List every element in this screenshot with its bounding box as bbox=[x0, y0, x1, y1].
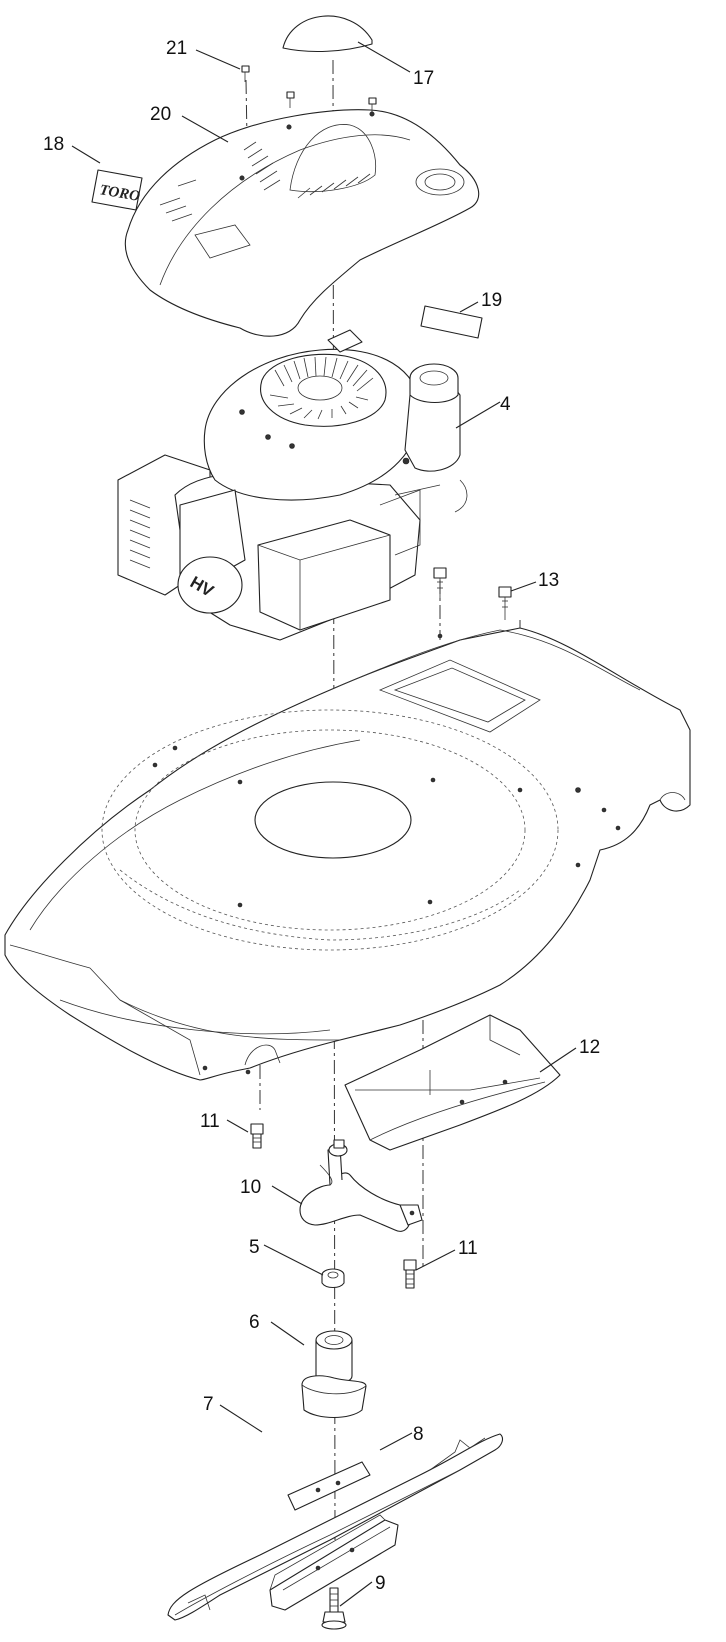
callout-6: 6 bbox=[249, 1312, 260, 1333]
part-6-adapter bbox=[301, 1330, 367, 1418]
decal-text: TORO bbox=[98, 182, 141, 205]
part-9-blade-bolt bbox=[321, 1587, 347, 1630]
callout-13: 13 bbox=[538, 570, 559, 591]
part-20-shroud bbox=[124, 109, 480, 337]
part-5-washer bbox=[321, 1268, 345, 1289]
flywheel-fins bbox=[269, 356, 374, 420]
callout-17: 17 bbox=[413, 68, 434, 89]
part-7-blade bbox=[167, 1433, 504, 1621]
callout-12: 12 bbox=[579, 1037, 600, 1058]
callout-21: 21 bbox=[166, 38, 187, 59]
callout-5: 5 bbox=[249, 1237, 260, 1258]
callout-7: 7 bbox=[203, 1394, 214, 1415]
leader-lines bbox=[71, 41, 577, 1607]
callout-19: 19 bbox=[481, 290, 502, 311]
callout-10: 10 bbox=[240, 1177, 261, 1198]
part-21-screws bbox=[241, 65, 377, 112]
callout-11-left: 11 bbox=[200, 1111, 220, 1132]
callout-4: 4 bbox=[500, 394, 511, 415]
part-8-stiffener bbox=[269, 1514, 399, 1611]
part-11-bolts bbox=[250, 1123, 417, 1289]
part-13-engine-bolts bbox=[433, 567, 512, 620]
callout-11-right: 11 bbox=[458, 1238, 478, 1259]
shroud-vent-slots bbox=[159, 141, 371, 222]
part-4-engine: HV bbox=[117, 329, 468, 641]
part-17-cap bbox=[282, 15, 373, 53]
part-18-toro-decal: TORO bbox=[91, 169, 143, 211]
callout-8: 8 bbox=[413, 1424, 424, 1445]
callout-18: 18 bbox=[43, 134, 64, 155]
muffler-vents bbox=[129, 499, 151, 569]
part-19-label bbox=[420, 305, 483, 339]
callout-20: 20 bbox=[150, 104, 171, 125]
part-12-baffle bbox=[344, 1014, 561, 1151]
callout-9: 9 bbox=[375, 1573, 386, 1594]
callout-labels: 21 20 18 17 19 4 13 12 11 10 5 11 6 7 8 … bbox=[43, 38, 600, 1594]
part-10-bracket bbox=[299, 1139, 423, 1232]
mower-deck bbox=[4, 627, 691, 1081]
